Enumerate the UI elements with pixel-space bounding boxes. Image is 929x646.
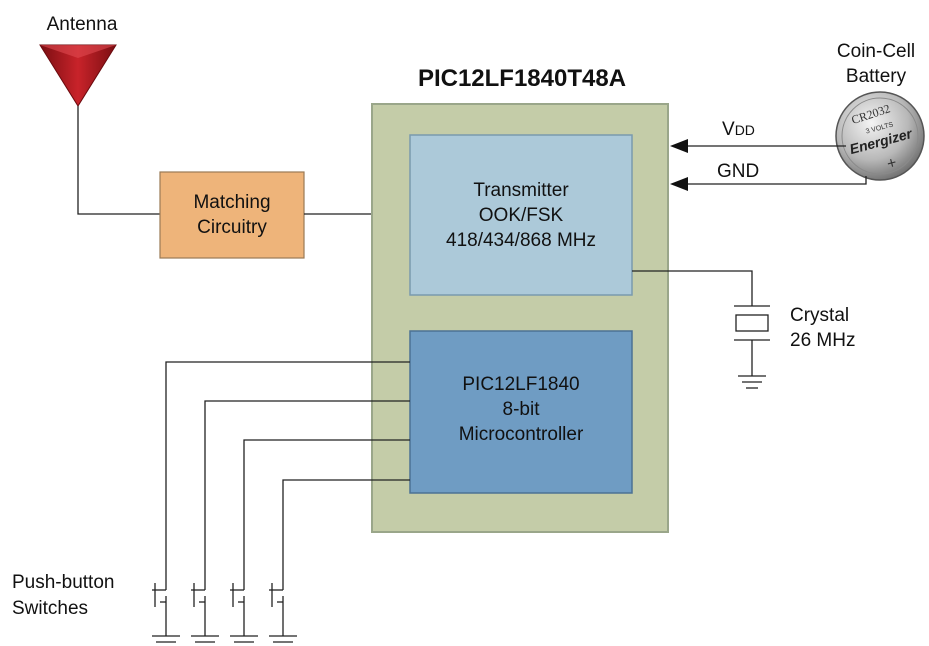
crystal-ground-icon [738, 375, 766, 389]
antenna-wire [77, 106, 160, 215]
battery-label-line2: Battery [846, 66, 907, 87]
transmitter-label-line3: 418/434/868 MHz [446, 230, 596, 251]
matching-circuitry-block [159, 171, 305, 259]
vdd-subscript: DD [735, 122, 755, 138]
switch-2-wire [204, 400, 410, 590]
microcontroller-block [409, 330, 633, 494]
mcu-label-line3: Microcontroller [459, 424, 584, 445]
mcu-label-line2: 8-bit [503, 399, 541, 420]
push-button-switch-4-icon [269, 583, 297, 643]
push-button-switch-2-icon [191, 583, 219, 643]
crystal-label-line1: Crystal [790, 305, 849, 326]
push-button-switch-1-icon [152, 583, 180, 643]
matching-label-line1: Matching [193, 192, 270, 213]
battery-label-line1: Coin-Cell [837, 41, 915, 62]
antenna-icon [39, 44, 117, 107]
antenna-label: Antenna [47, 14, 118, 35]
gnd-arrow-icon [670, 177, 688, 191]
switch-3-wire [243, 439, 410, 590]
transmitter-label-line2: OOK/FSK [479, 205, 564, 226]
vdd-main: V [722, 119, 735, 140]
crystal-wire [632, 270, 753, 306]
transmitter-label-line1: Transmitter [473, 180, 569, 201]
push-button-switch-3-icon [230, 583, 258, 643]
matching-label-line2: Circuitry [197, 217, 267, 238]
switches-label-line2: Switches [12, 598, 88, 619]
gnd-label: GND [717, 161, 759, 182]
coin-cell-battery-icon: CR2032 3 VOLTS Energizer + [835, 91, 925, 181]
vdd-arrow-icon [670, 139, 688, 153]
transmitter-block [409, 134, 633, 296]
vdd-label: VDD [722, 119, 755, 140]
crystal-icon [734, 305, 770, 376]
chip-title: PIC12LF1840T48A [418, 65, 626, 92]
crystal-label-line2: 26 MHz [790, 330, 855, 351]
switch-4-wire [282, 479, 410, 590]
battery-polarity-text: + [885, 154, 898, 173]
gnd-wire [686, 176, 867, 185]
switch-1-wire [165, 361, 410, 590]
mcu-label-line1: PIC12LF1840 [462, 374, 579, 395]
switches-label-line1: Push-button [12, 572, 114, 593]
